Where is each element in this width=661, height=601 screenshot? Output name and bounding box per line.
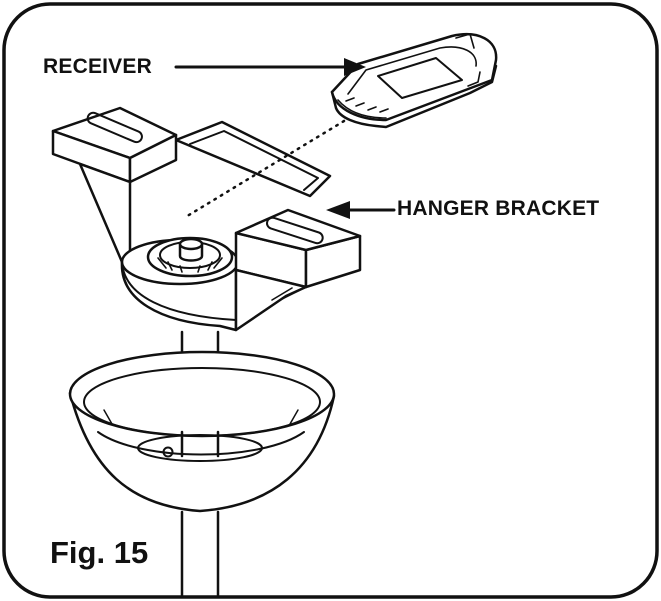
alignment-dotted-line [182,119,346,220]
canopy [68,350,336,513]
ball-socket [146,236,234,278]
figure-caption: Fig. 15 [50,535,149,570]
hanger-bracket [51,106,362,332]
receiver [330,33,498,129]
hanger-bracket-arrow [326,201,396,219]
receiver-label: RECEIVER [43,55,152,78]
hanger-bracket-label: HANGER BRACKET [397,197,600,220]
receiver-arrow [174,58,366,76]
